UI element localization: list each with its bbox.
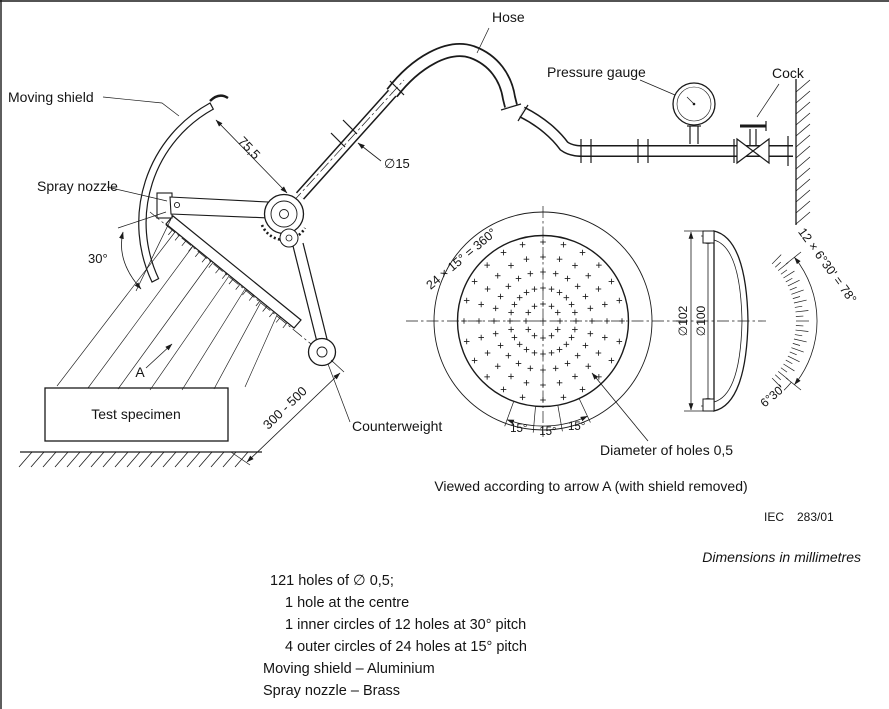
spray-fan (56, 231, 278, 391)
pitch-15-arc (506, 415, 588, 427)
pitch-15-label-2: 15° (539, 426, 556, 438)
note-line-2: 1 hole at the centre (285, 595, 409, 611)
dim-d15-label: ∅15 (384, 156, 410, 171)
dimensions-note: Dimensions in millimetres (702, 549, 861, 565)
cock-valve (736, 121, 770, 165)
ground-hatch (18, 451, 262, 468)
gauge-needle (686, 96, 695, 105)
holes-pitch-total-label: 24 × 15° = 360° (424, 226, 500, 293)
dim-75-line (215, 119, 288, 194)
pipe-axis (278, 79, 405, 218)
graduation-fan (771, 254, 809, 388)
spray-nozzle-label: Spray nozzle (37, 178, 118, 194)
pipes (295, 43, 793, 200)
pivot-outer (263, 193, 305, 235)
note-line-6: Spray nozzle – Brass (263, 683, 400, 699)
counterweight-label: Counterweight (352, 418, 442, 434)
angle-30-label: 30° (88, 251, 108, 266)
note-line-4: 4 outer circles of 24 holes at 15° pitch (285, 639, 527, 655)
dim-300-500-label: 300 - 500 (260, 383, 310, 432)
plate-holes (461, 239, 625, 403)
fan-pitch-step-label: 6°30' (758, 382, 788, 410)
note-line-3: 1 inner circles of 12 holes at 30° pitch (285, 617, 526, 633)
nozzle-side-view (676, 230, 818, 412)
figure-ref-org: IEC (764, 510, 784, 524)
pressure-gauge (672, 82, 716, 144)
pitch-15-label-1: 15° (568, 421, 585, 433)
dim-d15-leader (357, 142, 382, 162)
arrow-a-label: A (135, 364, 145, 380)
dim-d100-label: ∅100 (694, 305, 708, 336)
note-line-5: Moving shield – Aluminium (263, 661, 435, 677)
joint-pin (279, 228, 299, 248)
moving-shield (138, 94, 229, 283)
dim-300-500-line (246, 372, 341, 463)
test-specimen-label: Test specimen (91, 406, 180, 422)
wall-hatch (795, 79, 811, 225)
moving-shield-leader (102, 96, 180, 117)
arrow-a-line (145, 343, 173, 369)
figure-ref-num: 283/01 (797, 510, 834, 524)
pitch-15-label-3: 15° (510, 423, 527, 435)
moving-shield-label: Moving shield (8, 89, 94, 105)
dim-d102-label: ∅102 (676, 305, 690, 336)
disc-graduations (168, 229, 288, 329)
hose-label: Hose (492, 9, 525, 25)
axis-lines (149, 79, 405, 363)
counterweight-leader (327, 363, 351, 423)
shield-hook (209, 94, 229, 102)
view-caption: Viewed according to arrow A (with shield… (434, 478, 747, 494)
bracket-arm (169, 196, 271, 219)
clamp-screw (173, 201, 181, 209)
dim-30deg-arc (119, 231, 142, 290)
dim-75-label: 75,5 (235, 134, 263, 163)
holes-diameter-leader (591, 372, 649, 442)
specimen-box (44, 387, 229, 442)
spray-disc (165, 215, 302, 329)
fan-pitch-total-label: 12 × 6°30' = 78° (795, 225, 859, 306)
disc-axis (149, 211, 334, 363)
pipe-flanges (330, 80, 789, 166)
pressure-gauge-label: Pressure gauge (547, 64, 646, 80)
fan-step-arc (783, 381, 792, 391)
note-line-1: 121 holes of ∅ 0,5; (270, 573, 394, 589)
cock-label: Cock (772, 65, 805, 81)
fan-dim-arc (794, 257, 818, 385)
spray-nozzle-leader (106, 186, 168, 202)
cock-leader (756, 83, 780, 118)
counterweight-arm (292, 245, 318, 343)
plate-front-view (406, 206, 681, 437)
counterweight-mass (307, 337, 337, 367)
pressure-gauge-leader (639, 79, 676, 96)
test-specimen (44, 387, 229, 442)
holes-diameter-label: Diameter of holes 0,5 (600, 442, 733, 458)
hose-leader (476, 27, 490, 54)
dimensions (102, 27, 780, 466)
nozzle-assembly (156, 192, 337, 367)
